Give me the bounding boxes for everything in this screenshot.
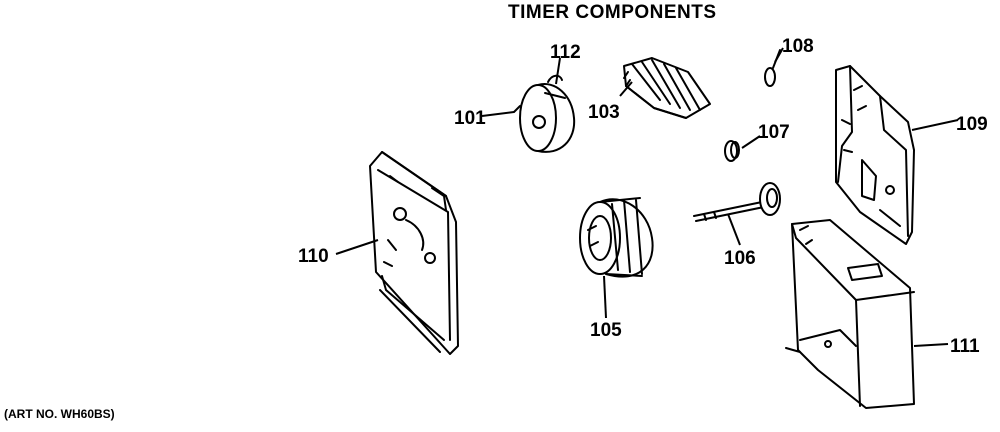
art-number: (ART NO. WH60BS): [4, 407, 115, 421]
callout-112: 112: [550, 42, 581, 63]
timer-frame-part: [369, 151, 459, 355]
leader-112: [555, 57, 561, 85]
leader-101: [481, 111, 515, 117]
callout-110: 110: [298, 246, 329, 267]
leader-106: [727, 213, 741, 246]
diagram-title: TIMER COMPONENTS: [508, 2, 717, 23]
callout-103: 103: [588, 102, 620, 123]
leader-110: [335, 239, 379, 255]
callout-101: 101: [454, 108, 486, 129]
leader-108: [774, 47, 784, 63]
callout-105: 105: [590, 320, 622, 341]
leader-105: [603, 275, 607, 319]
cover-box-part: [785, 219, 915, 409]
leader-109: [911, 119, 959, 131]
leader-107: [741, 135, 761, 149]
leader-103: [619, 81, 633, 97]
callout-106: 106: [724, 248, 756, 269]
leader-111: [913, 343, 949, 347]
callout-108: 108: [782, 36, 814, 57]
callout-111: 111: [950, 336, 980, 357]
side-bracket-part: [835, 65, 915, 245]
callout-107: 107: [758, 122, 790, 143]
switch-block-part: [623, 57, 711, 119]
shaft-part: [693, 182, 781, 222]
motor-part: [513, 74, 576, 153]
callout-109: 109: [956, 114, 988, 135]
drum-cam-part: [579, 197, 654, 278]
ring-part: [724, 140, 740, 162]
